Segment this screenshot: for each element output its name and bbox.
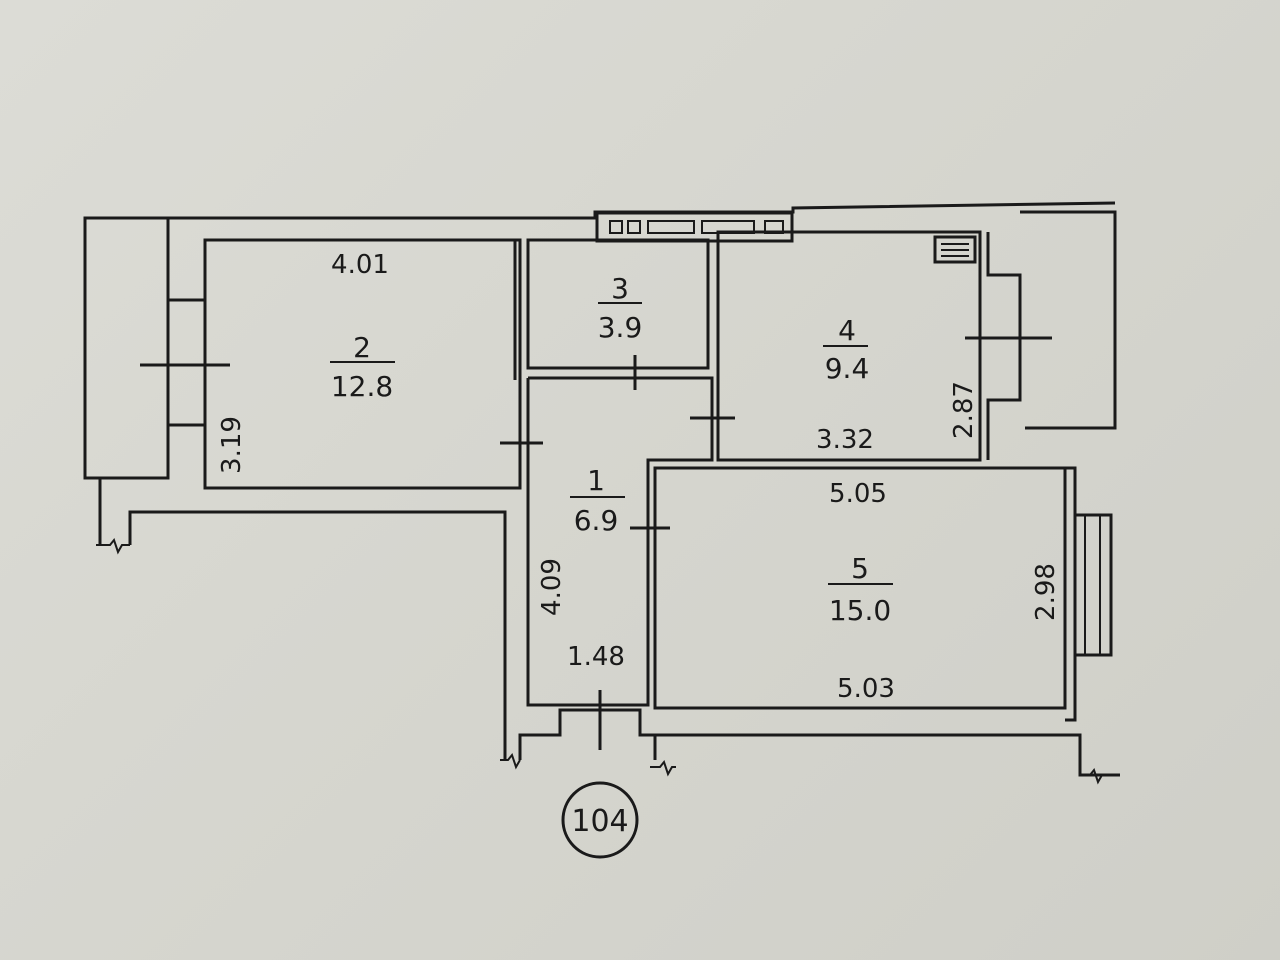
dim-room2-width: 4.01 [331, 250, 389, 280]
unit-number-circle [561, 781, 639, 859]
room-4-area: 9.4 [825, 352, 870, 385]
dim-room2-depth: 3.19 [217, 416, 247, 474]
dim-room4-width: 3.32 [816, 425, 874, 455]
left-balcony [83, 216, 170, 480]
ventilation-block [595, 211, 794, 243]
right-balcony [1020, 210, 1117, 430]
room-2-area: 12.8 [331, 370, 393, 403]
outer-wall-left [166, 218, 205, 302]
room-5-area: 15.0 [829, 594, 891, 627]
room-2-number: 2 [353, 331, 371, 364]
room-3-number: 3 [611, 272, 629, 305]
dim-room1-depth: 4.09 [537, 558, 567, 616]
room-1-outline [526, 376, 714, 707]
room-1-area: 6.9 [574, 504, 619, 537]
room-4-outline [716, 230, 982, 462]
room-5-number: 5 [851, 552, 869, 585]
unit-number: 104 [571, 804, 628, 839]
outer-wall-top [168, 201, 1116, 220]
room-3-area: 3.9 [598, 311, 643, 344]
room-4-number: 4 [838, 314, 856, 347]
dim-room1-width: 1.48 [567, 642, 625, 672]
outer-wall-bottom [98, 476, 168, 545]
room-5-outline [653, 466, 1067, 710]
room-2-outline [203, 238, 522, 490]
dim-room5-depth: 2.98 [1031, 563, 1061, 621]
stove-icon [933, 235, 977, 264]
dim-room5-width-bottom: 5.03 [837, 674, 895, 704]
room-1-number: 1 [587, 464, 605, 497]
dim-room5-width-top: 5.05 [829, 479, 887, 509]
window-right [1073, 513, 1113, 657]
dim-room4-depth: 2.87 [949, 381, 979, 439]
